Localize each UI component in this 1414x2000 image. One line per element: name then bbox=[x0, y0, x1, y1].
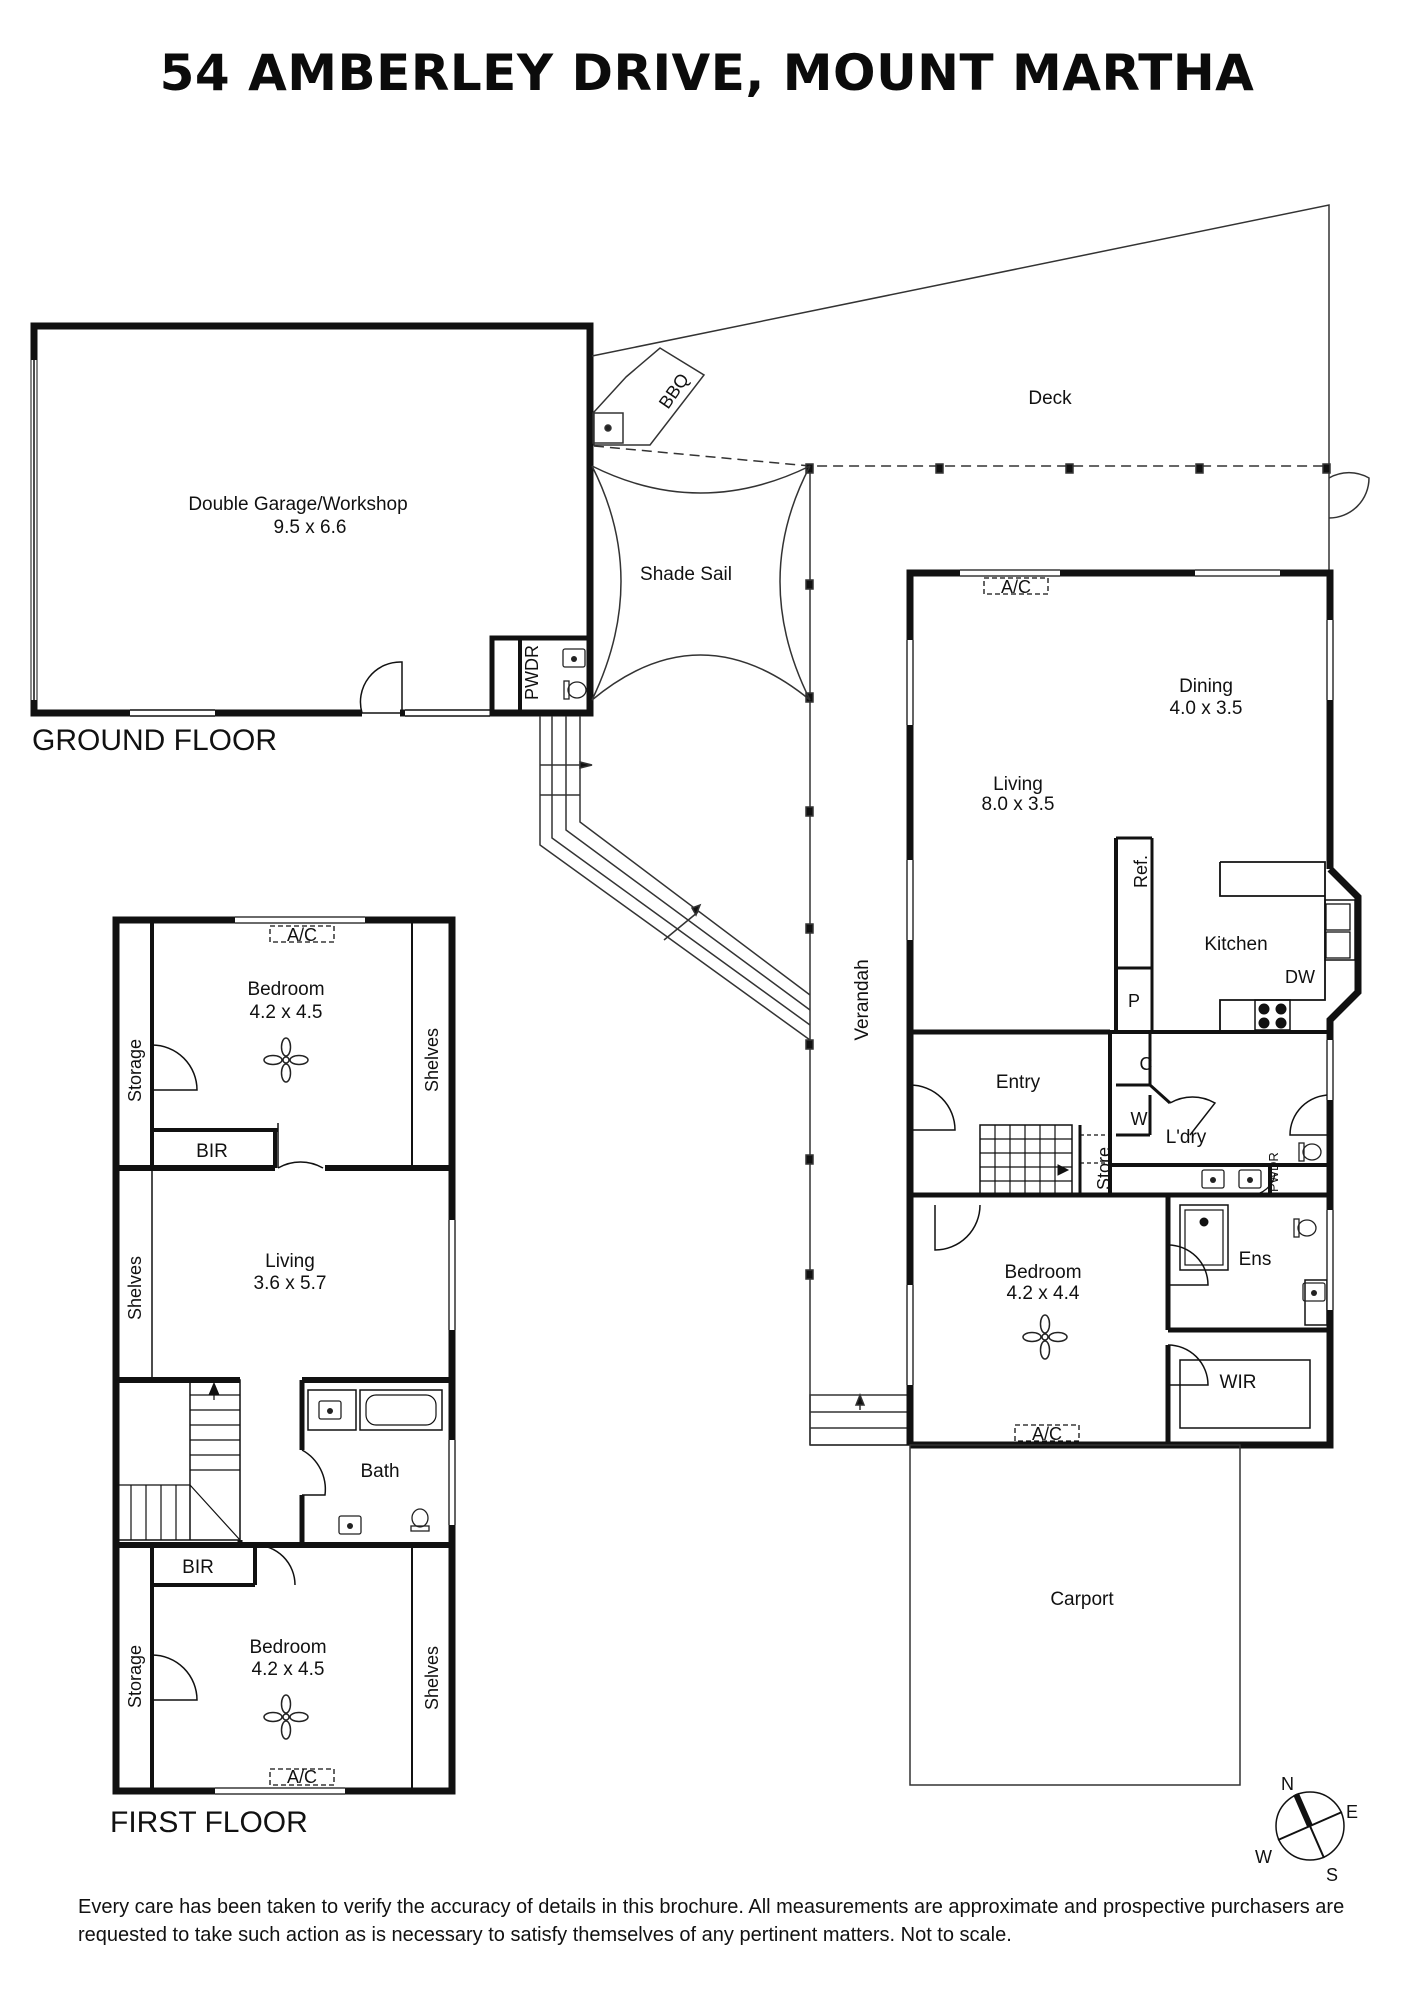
carport-label: Carport bbox=[1050, 1589, 1114, 1610]
bath-label: Bath bbox=[360, 1461, 399, 1482]
kitchen-label: Kitchen bbox=[1204, 934, 1267, 955]
shelves2-label: Shelves bbox=[125, 1256, 145, 1320]
bir1-label: BIR bbox=[196, 1141, 228, 1162]
bedroom-ground-label: Bedroom bbox=[1004, 1262, 1081, 1283]
house-pwdr-label: PWDR bbox=[1266, 1152, 1281, 1192]
living-dims: 8.0 x 3.5 bbox=[982, 794, 1055, 815]
bed2-label: Bedroom bbox=[249, 1637, 326, 1658]
compass-e: E bbox=[1346, 1802, 1358, 1822]
entry-label: Entry bbox=[996, 1072, 1041, 1093]
store-label: Store bbox=[1094, 1147, 1114, 1190]
dining-dims: 4.0 x 3.5 bbox=[1170, 698, 1243, 719]
verandah-label: Verandah bbox=[852, 959, 873, 1040]
house-walls bbox=[906, 569, 1362, 1449]
bbq-label: BBQ bbox=[655, 370, 693, 413]
ac-label-bed2: A/C bbox=[287, 1767, 317, 1787]
garage-pwdr-label: PWDR bbox=[522, 645, 542, 700]
carport-outline bbox=[909, 1444, 1241, 1786]
disclaimer-text: Every care has been taken to verify the … bbox=[78, 1896, 1345, 1946]
garage-label: Double Garage/Workshop bbox=[188, 494, 407, 515]
cupboard-label: C bbox=[1140, 1054, 1153, 1074]
wir-label: WIR bbox=[1220, 1372, 1257, 1393]
compass-w: W bbox=[1255, 1847, 1272, 1867]
bed1-label: Bedroom bbox=[247, 979, 324, 1000]
storage1-label: Storage bbox=[125, 1039, 145, 1102]
first-floor-walls bbox=[112, 916, 456, 1795]
compass-n: N bbox=[1281, 1774, 1294, 1794]
bir2-label: BIR bbox=[182, 1557, 214, 1578]
ac-label-bedroom: A/C bbox=[1032, 1424, 1062, 1444]
first-living-label: Living bbox=[265, 1251, 315, 1272]
pantry-label: P bbox=[1128, 991, 1140, 1011]
bedroom-ground-dims: 4.2 x 4.4 bbox=[1007, 1283, 1080, 1304]
bed1-dims: 4.2 x 4.5 bbox=[250, 1002, 323, 1023]
compass-s: S bbox=[1326, 1865, 1338, 1885]
ground-floor-label: GROUND FLOOR bbox=[32, 724, 277, 757]
shelves3-label: Shelves bbox=[422, 1646, 442, 1710]
deck-label: Deck bbox=[1028, 388, 1072, 409]
deck-outline bbox=[539, 204, 1370, 1446]
first-living-dims: 3.6 x 5.7 bbox=[254, 1273, 327, 1294]
compass-icon: N E S W bbox=[1255, 1774, 1358, 1885]
ref-label: Ref. bbox=[1131, 855, 1151, 888]
garage-walls bbox=[30, 322, 594, 717]
shelves1-label: Shelves bbox=[422, 1028, 442, 1092]
w-label: W bbox=[1131, 1109, 1148, 1129]
laundry-label: L'dry bbox=[1166, 1127, 1207, 1148]
ac-label-living: A/C bbox=[1001, 577, 1031, 597]
dishwasher-label: DW bbox=[1285, 967, 1315, 987]
dining-label: Dining bbox=[1179, 676, 1233, 697]
ac-label-bed1: A/C bbox=[287, 925, 317, 945]
storage2-label: Storage bbox=[125, 1645, 145, 1708]
first-floor-label: FIRST FLOOR bbox=[110, 1806, 308, 1839]
living-label: Living bbox=[993, 774, 1043, 795]
shade-sail-label: Shade Sail bbox=[640, 564, 732, 585]
ensuite-label: Ens bbox=[1239, 1249, 1272, 1270]
property-title: 54 AMBERLEY DRIVE, MOUNT MARTHA bbox=[159, 44, 1255, 102]
bed2-dims: 4.2 x 4.5 bbox=[252, 1659, 325, 1680]
garage-dims: 9.5 x 6.6 bbox=[274, 517, 347, 538]
